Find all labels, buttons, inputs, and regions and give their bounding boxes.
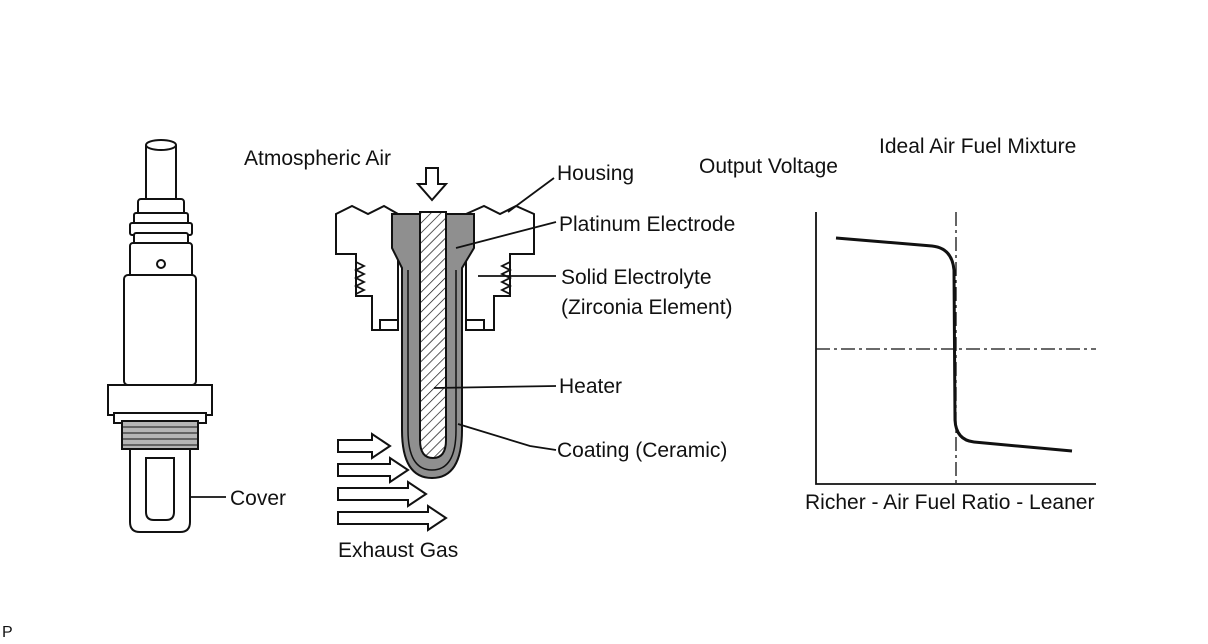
graph-axes [815, 212, 1096, 485]
oxygen-sensor-exterior [107, 139, 226, 533]
sensor-cutaway [335, 167, 557, 532]
coating-leader [457, 423, 557, 451]
housing-left [335, 204, 399, 331]
output-voltage-graph [815, 212, 1096, 485]
heater-leader [433, 385, 557, 389]
x-axis-label: Richer - Air Fuel Ratio - Leaner [805, 491, 1094, 514]
zirconia-element-label: (Zirconia Element) [561, 296, 733, 319]
ideal-mixture-label: Ideal Air Fuel Mixture [879, 135, 1076, 158]
sensor-hex-flange [107, 384, 213, 416]
sensor-wire [145, 142, 177, 202]
housing-label: Housing [557, 162, 634, 185]
atmospheric-air-label: Atmospheric Air [244, 147, 391, 170]
platinum-electrode-leader [455, 221, 557, 249]
corner-mark: P [2, 624, 13, 641]
sensor-shell [123, 274, 197, 386]
coating-label: Coating (Ceramic) [557, 439, 727, 462]
exhaust-gas-arrows [337, 432, 448, 532]
housing-right [465, 204, 535, 331]
voltage-curve [835, 236, 1073, 453]
sensor-thread [121, 420, 199, 450]
exhaust-gas-label: Exhaust Gas [338, 539, 458, 562]
y-axis-label: Output Voltage [699, 155, 838, 178]
heater-rod [419, 211, 447, 460]
air-inlet-arrow [415, 167, 449, 202]
housing-leader [507, 177, 555, 213]
platinum-electrode-label: Platinum Electrode [559, 213, 735, 236]
solid-electrolyte-label: Solid Electrolyte [561, 266, 712, 289]
heater-label: Heater [559, 375, 622, 398]
cover-label: Cover [230, 487, 286, 510]
